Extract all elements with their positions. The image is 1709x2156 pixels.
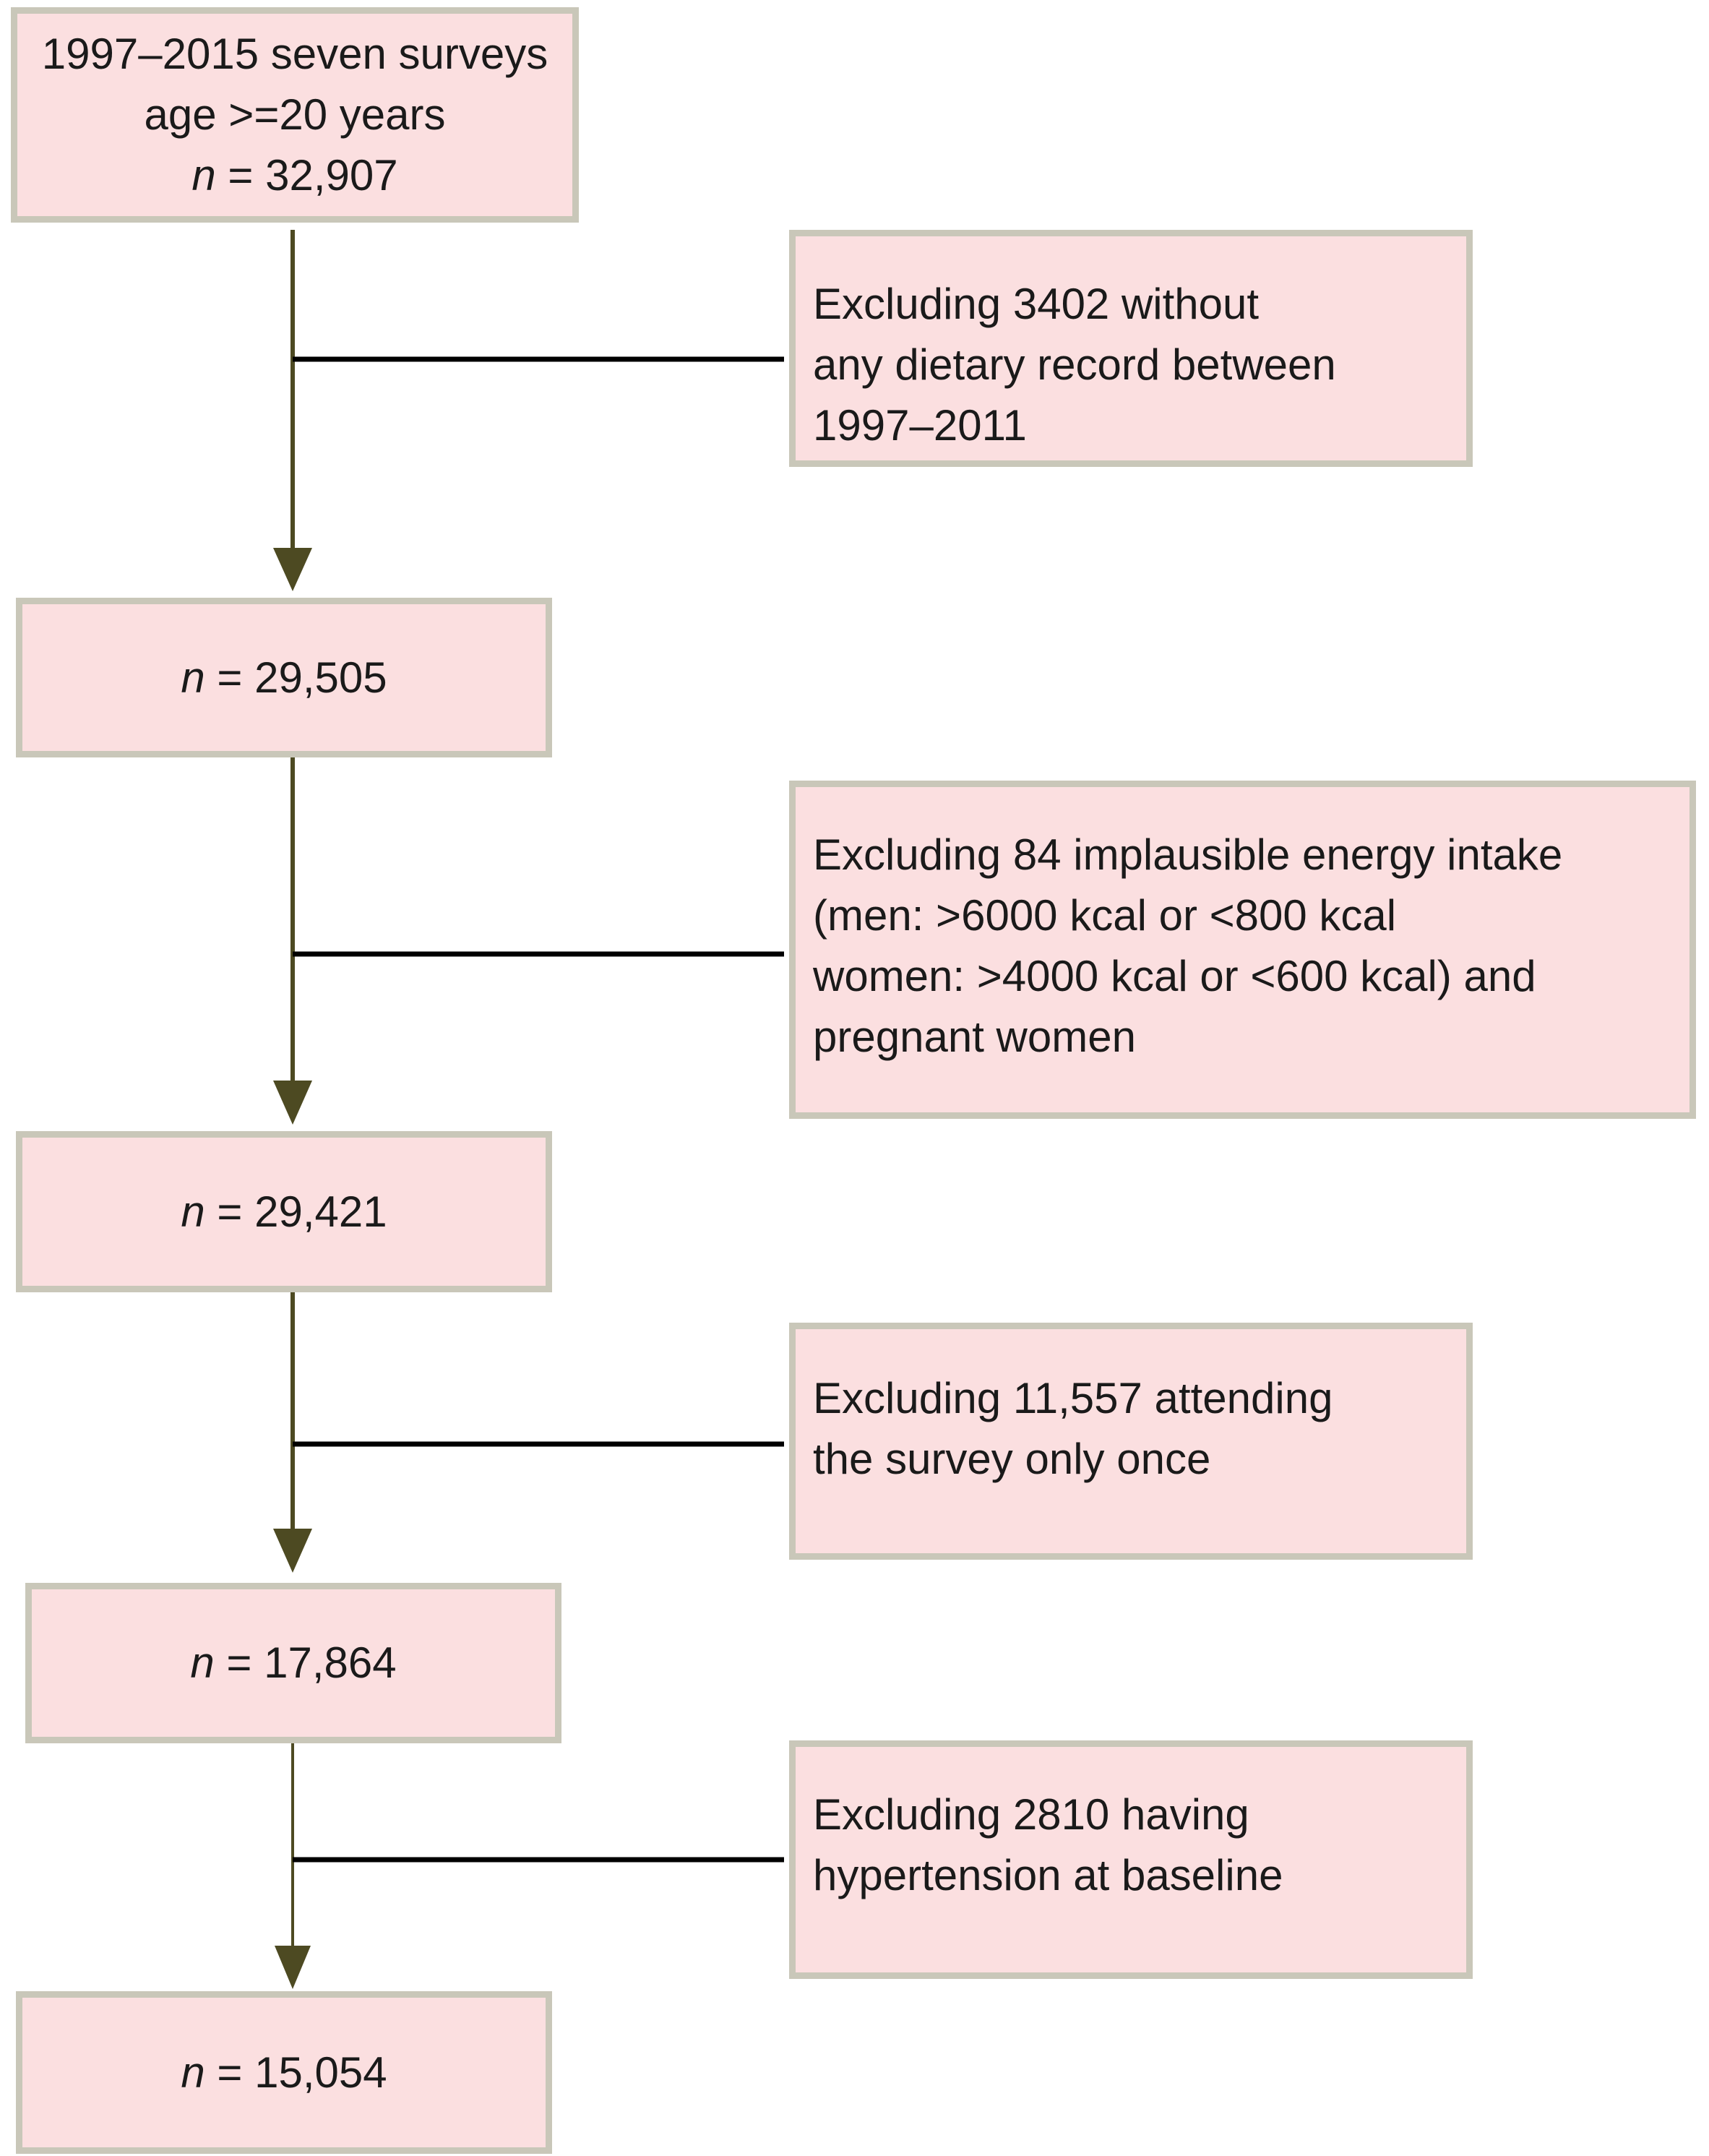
n-value: = 32,907 — [228, 151, 398, 199]
n-value: = 15,054 — [217, 2048, 387, 2097]
exclusion-box-4: Excluding 2810 having hypertension at ba… — [789, 1740, 1473, 1979]
flow-arrowhead-3 — [273, 1529, 312, 1573]
count-box-3: n = 17,864 — [25, 1583, 561, 1743]
exclusion-3-line-2: the survey only once — [813, 1435, 1211, 1483]
n-label: n — [181, 2048, 205, 2097]
exclusion-4-line-2: hypertension at baseline — [813, 1851, 1283, 1899]
flow-arrowhead-4 — [275, 1946, 311, 1989]
start-line-2: age >=20 years — [144, 90, 446, 139]
count-box-4: n = 15,054 — [16, 1991, 552, 2154]
exclusion-4-line-1: Excluding 2810 having — [813, 1790, 1249, 1839]
count-4: n = 15,054 — [181, 2043, 387, 2103]
exclusion-1-line-3: 1997–2011 — [813, 401, 1027, 450]
exclusion-1-line-1: Excluding 3402 without — [813, 280, 1260, 328]
count-box-1: n = 29,505 — [16, 598, 552, 757]
exclusion-2-line-3: women: >4000 kcal or <600 kcal) and — [813, 952, 1536, 1000]
exclusion-2-line-1: Excluding 84 implausible energy intake — [813, 830, 1563, 879]
start-box: 1997–2015 seven surveys age >=20 years n… — [11, 7, 579, 223]
exclusion-box-3: Excluding 11,557 attending the survey on… — [789, 1323, 1473, 1560]
exclusion-1-line-2: any dietary record between — [813, 340, 1336, 389]
count-1: n = 29,505 — [181, 648, 387, 708]
flow-arrowhead-1 — [273, 548, 312, 591]
flow-arrowhead-2 — [273, 1081, 312, 1125]
n-label: n — [181, 653, 205, 702]
start-count: n = 32,907 — [191, 145, 397, 206]
n-value: = 29,505 — [217, 653, 387, 702]
exclusion-box-1: Excluding 3402 without any dietary recor… — [789, 230, 1473, 467]
n-label: n — [181, 1187, 205, 1236]
n-label: n — [191, 151, 216, 199]
exclusion-2-line-4: pregnant women — [813, 1013, 1136, 1061]
count-3: n = 17,864 — [190, 1633, 396, 1693]
start-line-1: 1997–2015 seven surveys — [41, 30, 548, 78]
exclusion-box-2: Excluding 84 implausible energy intake (… — [789, 781, 1696, 1119]
n-value: = 29,421 — [217, 1187, 387, 1236]
exclusion-2-line-2: (men: >6000 kcal or <800 kcal — [813, 891, 1397, 940]
count-2: n = 29,421 — [181, 1182, 387, 1242]
n-label: n — [190, 1639, 215, 1687]
count-box-2: n = 29,421 — [16, 1131, 552, 1292]
exclusion-3-line-1: Excluding 11,557 attending — [813, 1374, 1333, 1422]
n-value: = 17,864 — [226, 1639, 397, 1687]
